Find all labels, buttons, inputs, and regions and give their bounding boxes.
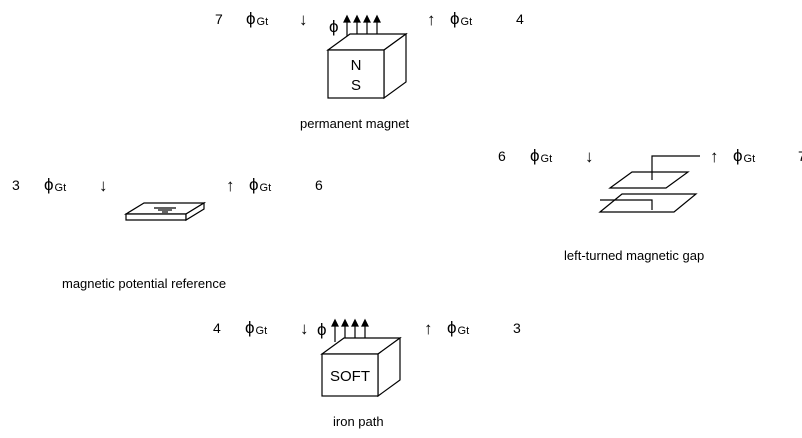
gap-right-flux-label: ϕGt (733, 146, 756, 165)
iron-internal-flux-symbol: ϕ (317, 320, 327, 339)
flux-subscript: Gt (255, 325, 268, 337)
iron-right-flux-label: ϕGt (447, 318, 470, 337)
magnet-left-flux-label: ϕGt (246, 9, 269, 28)
magnetic-potential-reference-caption: magnetic potential reference (62, 276, 227, 291)
flux-subscript: Gt (256, 16, 269, 28)
iron-path-caption: iron path (333, 414, 384, 429)
flux-symbol: ϕ (249, 175, 259, 194)
permanent-magnet-caption: permanent magnet (300, 116, 410, 131)
reference-left-port-number: 3 (12, 177, 20, 193)
flux-symbol: ϕ (450, 9, 460, 28)
reference-right-flux-label: ϕGt (249, 175, 272, 194)
flux-symbol: ϕ (44, 175, 54, 194)
iron-left-port-number: 4 (213, 320, 221, 336)
magnet-right-flux-label: ϕGt (450, 9, 473, 28)
soft-label: SOFT (330, 368, 370, 385)
iron-flux-arrows (331, 318, 369, 342)
flux-subscript: Gt (540, 153, 553, 165)
flux-symbol: ϕ (530, 146, 540, 165)
reference-right-port-number: 6 (315, 177, 323, 193)
flux-symbol: ϕ (245, 318, 255, 337)
permanent-magnet-symbol: ϕ N S (326, 14, 408, 100)
flux-subscript: Gt (54, 182, 67, 194)
flux-symbol: ϕ (246, 9, 256, 28)
flux-subscript: Gt (457, 325, 470, 337)
magnetic-potential-reference-symbol (123, 201, 207, 222)
gap-right-up-arrow: ↑ (710, 147, 719, 166)
magnet-south-label: S (351, 77, 361, 94)
soft-iron-path-symbol: ϕ SOFT (317, 318, 402, 398)
gap-left-flux-label: ϕGt (530, 146, 553, 165)
flux-symbol: ϕ (733, 146, 743, 165)
magnet-left-down-arrow: ↓ (299, 10, 308, 29)
magnet-right-port-number: 4 (516, 11, 524, 27)
reference-right-up-arrow: ↑ (226, 176, 235, 195)
magnet-box (326, 32, 408, 100)
magnet-internal-flux-symbol: ϕ (329, 17, 339, 36)
magnet-left-port-number: 7 (215, 11, 223, 27)
reference-left-down-arrow: ↓ (99, 176, 108, 195)
reference-left-flux-label: ϕGt (44, 175, 67, 194)
left-turned-magnetic-gap-caption: left-turned magnetic gap (564, 248, 705, 263)
flux-subscript: Gt (743, 153, 756, 165)
iron-right-port-number: 3 (513, 320, 521, 336)
iron-right-up-arrow: ↑ (424, 319, 433, 338)
iron-left-flux-label: ϕGt (245, 318, 268, 337)
magnet-right-up-arrow: ↑ (427, 10, 436, 29)
gap-left-port-number: 6 (498, 148, 506, 164)
flux-symbol: ϕ (447, 318, 457, 337)
flux-subscript: Gt (259, 182, 272, 194)
flux-subscript: Gt (460, 16, 473, 28)
gap-left-down-arrow: ↓ (585, 147, 594, 166)
left-turned-magnetic-gap-symbol (598, 155, 700, 213)
iron-box (320, 336, 402, 398)
iron-left-down-arrow: ↓ (300, 319, 309, 338)
magnet-north-label: N (351, 57, 362, 74)
gap-right-port-number: 7 (798, 149, 802, 163)
